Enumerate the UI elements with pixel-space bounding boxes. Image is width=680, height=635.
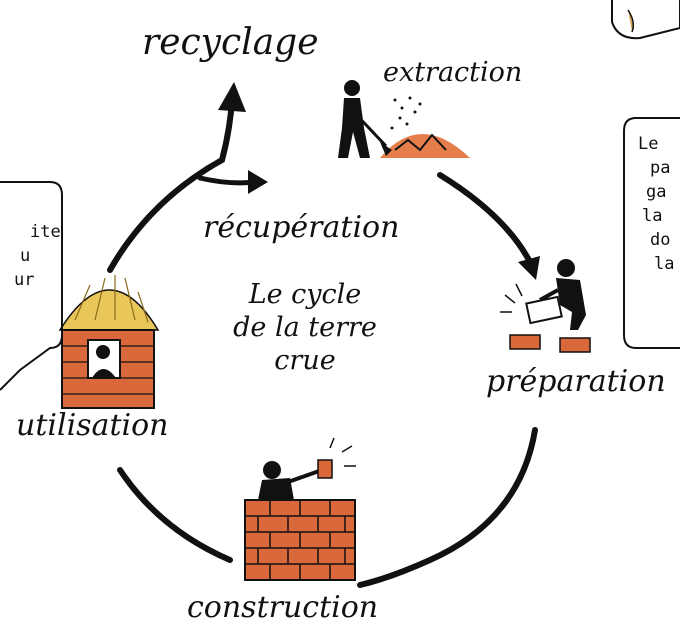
stage-label-construction: construction <box>187 590 379 625</box>
arrow-utilisation-to-recyclage <box>107 97 235 273</box>
diagram-title: Le cycle de la terre crue <box>205 278 405 377</box>
extraction-illustration <box>338 80 470 158</box>
right-bubble-text: Le pa ga la do la <box>638 132 674 276</box>
arrowhead-recuperation <box>248 170 268 194</box>
arrowhead-preparation <box>518 256 540 280</box>
arrowhead-recyclage <box>218 82 246 112</box>
brick-prep-1 <box>509 334 541 350</box>
title-line-1: Le cycle <box>248 279 362 310</box>
brick-mould <box>525 295 563 325</box>
left-bubble-line-1: ite <box>30 222 61 242</box>
right-bubble-line-6: la <box>654 254 675 274</box>
title-line-2: de la terre <box>233 312 377 343</box>
brick-prep-2 <box>559 337 591 353</box>
right-bubble-line-2: pa <box>650 158 671 178</box>
title-line-3: crue <box>274 345 336 376</box>
stage-label-recyclage: recyclage <box>142 22 319 63</box>
mason-head <box>263 461 281 479</box>
arrow-extraction-to-preparation <box>437 172 533 265</box>
stage-label-recuperation: récupération <box>203 210 400 245</box>
right-bubble-line-4: la <box>642 206 663 226</box>
stage-label-extraction: extraction <box>383 57 523 88</box>
arrow-construction-to-utilisation <box>117 467 233 563</box>
stage-label-utilisation: utilisation <box>16 408 169 443</box>
cropped-figure-top-right <box>611 0 680 40</box>
preparation-illustration <box>500 259 591 353</box>
digger-body <box>338 98 370 158</box>
left-bubble-line-2: u <box>20 246 31 266</box>
utilisation-illustration <box>58 275 160 409</box>
brick-in-hand <box>317 459 333 479</box>
left-bubble-text: ite u ur <box>14 220 61 292</box>
arrow-preparation-to-construction <box>357 427 538 588</box>
stage-label-preparation: préparation <box>486 364 666 399</box>
worker-head-prep <box>557 259 575 277</box>
arrow-recuperation <box>197 175 258 186</box>
left-bubble-line-3: ur <box>14 270 35 290</box>
flying-dirt <box>390 96 422 130</box>
right-bubble-line-5: do <box>650 230 671 250</box>
thatched-roof <box>58 289 160 331</box>
earth-pile-extraction <box>380 134 470 158</box>
right-bubble-outline <box>623 117 680 349</box>
right-bubble-line-1: Le <box>638 134 659 154</box>
shovel <box>348 106 388 148</box>
right-bubble-line-3: ga <box>646 182 667 202</box>
digger-head <box>344 80 360 96</box>
left-bubble-outline <box>0 181 63 391</box>
construction-illustration <box>244 437 356 581</box>
person-in-window <box>96 345 110 359</box>
